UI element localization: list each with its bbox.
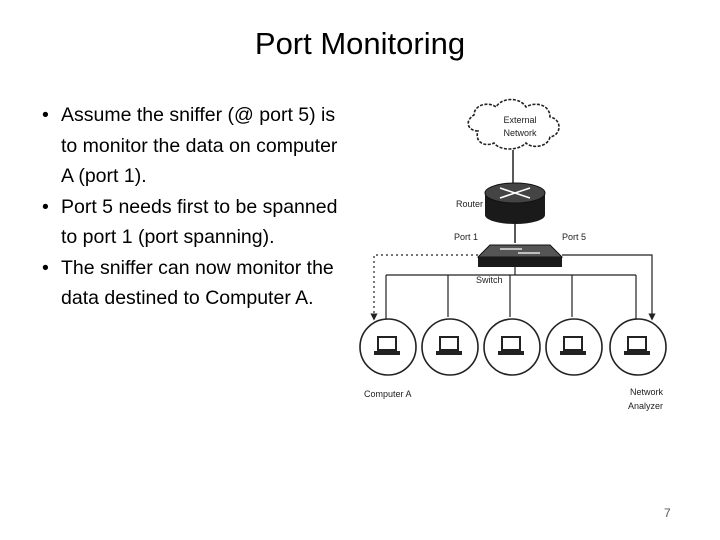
page-number: 7 (664, 506, 671, 520)
network-analyzer-icon (609, 318, 667, 376)
bullet-item: Port 5 needs first to be spanned to port… (42, 192, 342, 253)
computer-a-label: Computer A (364, 389, 412, 399)
router-icon (484, 182, 546, 224)
bullet-list: Assume the sniffer (@ port 5) is to moni… (42, 100, 342, 314)
switch-label: Switch (476, 275, 503, 285)
computer-icon (421, 318, 479, 376)
port-1-label: Port 1 (454, 232, 478, 242)
network-diagram: External Network Router Switch Port 1 Po… (359, 98, 667, 411)
switch-icon (476, 244, 564, 267)
bullet-item: The sniffer can now monitor the data des… (42, 253, 342, 314)
computer-a-icon (359, 318, 417, 376)
analyzer-label-line1: Network (630, 387, 664, 397)
bullet-item: Assume the sniffer (@ port 5) is to moni… (42, 100, 342, 192)
analyzer-label-line2: Analyzer (628, 401, 663, 411)
computer-icon (545, 318, 603, 376)
cloud-label-line1: External (503, 115, 536, 125)
cloud-label-line2: Network (503, 128, 537, 138)
port-5-label: Port 5 (562, 232, 586, 242)
computer-icon (483, 318, 541, 376)
cloud-icon (467, 98, 560, 150)
router-label: Router (456, 199, 483, 209)
slide-title: Port Monitoring (254, 26, 466, 61)
